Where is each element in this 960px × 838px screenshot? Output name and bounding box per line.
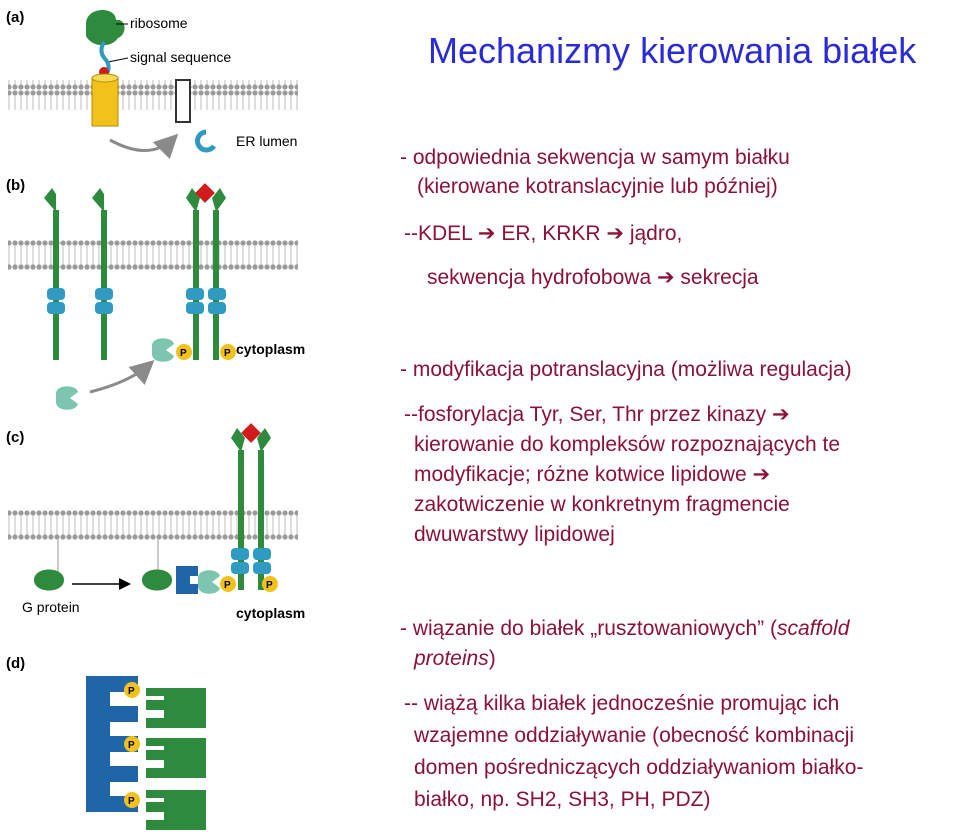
scaffold-protein — [86, 676, 138, 812]
er-membrane — [8, 80, 298, 110]
binding-protein-1 — [146, 688, 206, 728]
arrow-icon: ➔ — [656, 266, 675, 289]
protein-targeting-figure: (a) (b) (c) (d) ribosome signal sequence… — [6, 9, 305, 830]
bullet-2-line4: zakotwiczenie w konkretnym fragmencie — [414, 493, 790, 516]
g-protein-free — [34, 569, 64, 591]
bullet-1-kdel: --KDEL ➔ ER, KRKR ➔ jądro, — [404, 222, 683, 245]
g-protein-bound — [142, 569, 172, 591]
phospho-d2: P — [128, 740, 135, 751]
phospho-c2: P — [266, 580, 273, 591]
bullet-3-line4: białko, np. SH2, SH3, PH, PDZ) — [414, 788, 711, 811]
bullet-2-line3: modyfikacje; różne kotwice lipidowe ➔ — [414, 463, 771, 486]
cytoplasm-label-b: cytoplasm — [236, 341, 305, 357]
panel-label-c: (c) — [6, 429, 24, 446]
bullet-3-cont: proteins) — [414, 647, 496, 670]
bullet-2-phospho: --fosforylacja Tyr, Ser, Thr przez kinaz… — [404, 403, 790, 426]
bullet-1-hydrophobic: sekwencja hydrofobowa ➔ sekrecja — [427, 266, 759, 289]
panel-label-d: (d) — [6, 655, 25, 672]
g-protein-label: G protein — [22, 599, 80, 615]
binding-protein-2 — [146, 738, 206, 778]
cleaved-signal — [195, 129, 217, 153]
phospho-b2: P — [224, 348, 231, 359]
arrow-icon: ➔ — [752, 463, 771, 486]
phospho-d1: P — [128, 686, 135, 697]
bullet-3-line3: domen pośredniczących oddziaływaniom bia… — [414, 756, 864, 779]
receptor-dimer-c: P P — [220, 423, 278, 592]
arrow-icon: ➔ — [477, 222, 496, 245]
panel-b: P P cytoplasm — [8, 183, 305, 410]
adaptor-protein — [176, 566, 198, 594]
bullet-3-line1: -- wiążą kilka białek jednocześnie promu… — [404, 692, 840, 715]
receptor-1 — [44, 188, 65, 360]
sh2-protein-free — [56, 386, 78, 410]
translocon — [91, 77, 119, 127]
phospho-c1: P — [224, 580, 231, 591]
bullet-3: - wiązanie do białek „rusztowaniowych” (… — [400, 617, 850, 640]
signal-sequence-label: signal sequence — [130, 49, 231, 65]
bullet-2-line5: dwuwarstwy lipidowej — [414, 523, 615, 546]
receptor-2 — [92, 188, 113, 360]
bullet-2-line2: kierowanie do kompleksów rozpoznających … — [414, 433, 841, 456]
cytoplasm-label-c: cytoplasm — [236, 605, 305, 621]
ribosome-label: ribosome — [130, 15, 188, 31]
closed-translocon — [175, 79, 191, 123]
slide-title: Mechanizmy kierowania białek — [428, 30, 917, 71]
receptor-dimer-b: P P — [176, 183, 236, 360]
arrow-icon: ➔ — [772, 403, 790, 426]
plasma-membrane-c — [8, 510, 298, 540]
arrow-icon: ➔ — [606, 222, 624, 245]
panel-label-a: (a) — [6, 9, 24, 26]
bullet-2: - modyfikacja potranslacyjna (możliwa re… — [400, 358, 852, 381]
panel-c: P P G protein cytoplasm — [8, 423, 305, 621]
bullet-3-line2: wzajemne oddziaływanie (obecność kombina… — [414, 724, 855, 747]
panel-a: ribosome signal sequence ER lumen — [8, 9, 298, 160]
phospho-b1: P — [180, 348, 187, 359]
panel-label-b: (b) — [6, 177, 25, 194]
sh2-protein-bound — [152, 338, 174, 362]
plasma-membrane-b — [8, 240, 298, 270]
panel-d: P P P — [86, 676, 206, 830]
er-lumen-label: ER lumen — [236, 133, 297, 149]
phospho-d3: P — [128, 796, 135, 807]
binding-protein-3 — [146, 790, 206, 830]
ribosome-shape — [86, 9, 125, 46]
bullet-1-cont: (kierowane kotranslacyjnie lub później) — [417, 175, 778, 198]
ligand — [195, 183, 215, 203]
bullet-1: - odpowiednia sekwencja w samym białku — [400, 146, 790, 169]
